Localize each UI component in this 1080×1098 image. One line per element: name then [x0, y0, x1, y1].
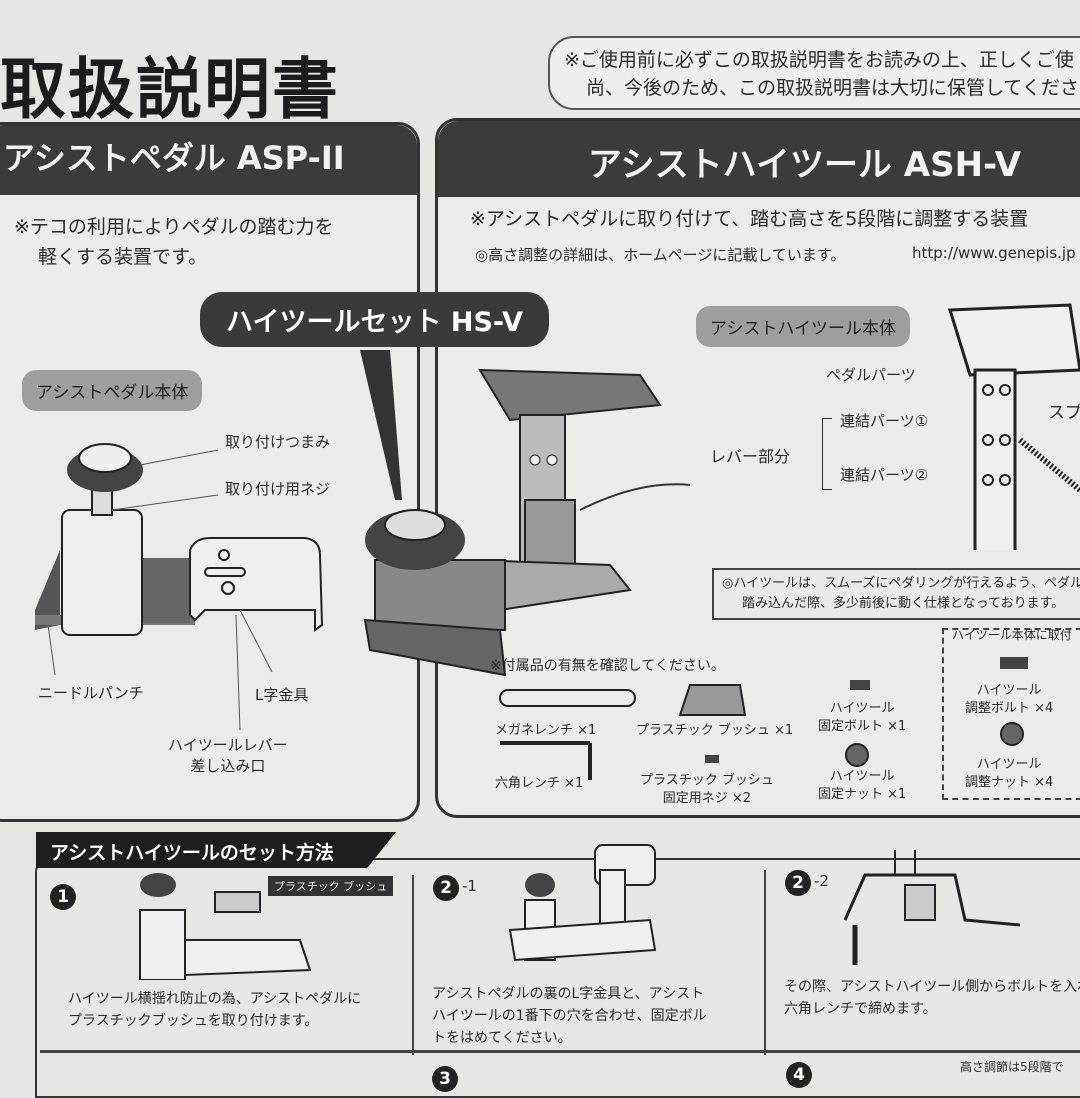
attached-parts-header: ハイツール本体に取付: [952, 628, 1072, 642]
needle-punch-label: ニードルパンチ: [38, 684, 144, 702]
description-line: ※テコの利用によりペダルの踏む力を: [14, 216, 334, 238]
accessory-check-text: ※付属品の有無を確認してください。: [490, 658, 725, 674]
accessory-item: ハイツール 固定ボルト ×1: [818, 701, 907, 734]
step-2-2-text: その際、アシストハイツール側からボルトを入れ 六角レンチで締めます。: [784, 979, 1080, 1017]
hs-v-set-badge: ハイツールセット HS-V: [200, 292, 550, 347]
lever-slot-label: ハイツールレバー 差し込み口: [168, 734, 288, 776]
movement-note: ◎ハイツールは、スムーズにペダリングが行えるよう、ペダル 踏み込んだ際、多少前後…: [712, 568, 1080, 620]
hi-tool-description: ※アシストペダルに取り付けて、踏む高さを5段階に調整する装置: [470, 208, 1029, 230]
lever-bracket: [822, 418, 832, 490]
step-2-2-illustration: [843, 850, 1020, 965]
step-1-illustration: [139, 873, 312, 980]
description-line: 軽くする装置です。: [38, 246, 208, 268]
assist-hi-tool-header: アシストハイツール ASH-V: [438, 121, 1080, 197]
step-1-text: ハイツール横揺れ防止の為、アシストペダルに プラスチックブッシュを取り付けます。: [68, 991, 362, 1029]
attached-parts-illustrations: [1000, 657, 1028, 746]
step-2-1-text: アシストペダルの裏のL字金具と、アシスト ハイツールの1番下の穴を合わせ、固定ボ…: [432, 986, 707, 1046]
accessory-item: ハイツール 固定ナット ×1: [818, 769, 907, 802]
accessory-item: 六角レンチ ×1: [495, 776, 584, 791]
divider: [40, 1050, 1080, 1053]
step-2-1-number: 2: [433, 875, 459, 901]
lever-part-label: レバー部分: [710, 447, 791, 466]
pedal-parts-label: ペダルパーツ: [826, 366, 916, 384]
hi-tool-set-illustration: [360, 350, 691, 677]
divider: [764, 870, 766, 1055]
link-part-1-label: 連結パーツ①: [840, 412, 929, 430]
lever-slot-line: 差し込み口: [190, 757, 266, 775]
assist-pedal-description: ※テコの利用によりペダルの踏む力を 軽くする装置です。: [14, 212, 334, 272]
screw-label: 取り付け用ネジ: [225, 480, 331, 498]
attached-parts-box: [942, 628, 1080, 800]
step-2-2-sub: -2: [814, 872, 829, 890]
website-link[interactable]: http://www.genepis.jp: [912, 244, 1076, 262]
step-4-number: 4: [786, 1062, 812, 1088]
note-line: ◎ハイツールは、スムーズにペダリングが行えるよう、ペダル: [722, 576, 1080, 591]
hi-tool-body-callout: アシストハイツール本体: [696, 306, 910, 347]
spring-label: スプ: [1048, 403, 1080, 423]
accessory-item: メガネレンチ ×1: [495, 723, 597, 738]
document-title: 取扱説明書: [0, 51, 340, 128]
assist-pedal-illustration: [35, 443, 324, 730]
lever-slot-line: ハイツールレバー: [168, 736, 288, 754]
usage-notice: ※ご使用前に必ずこの取扱説明書をお読みの上、正しくご使 尚、今後のため、この取扱…: [548, 36, 1080, 110]
attached-item: ハイツール 調整ボルト ×4: [965, 683, 1054, 716]
setup-header: アシストハイツールのセット方法: [36, 832, 396, 868]
step-4-text: 高さ調節は5段階で: [960, 1060, 1064, 1074]
notice-line-2: 尚、今後のため、この取扱説明書は大切に保管してください: [586, 77, 1080, 99]
step-2-1-illustration: [508, 844, 657, 962]
step-3-number: 3: [432, 1066, 458, 1092]
accessory-illustrations: [499, 680, 870, 780]
assist-pedal-header: アシストペダル ASP-II: [0, 125, 417, 195]
divider: [412, 875, 414, 1055]
l-bracket-label: L字金具: [255, 686, 309, 704]
hi-tool-detail: ◎高さ調整の詳細は、ホームページに記載しています。: [475, 246, 846, 264]
assist-pedal-body-callout: アシストペダル本体: [22, 370, 203, 411]
knob-label: 取り付けつまみ: [225, 433, 331, 451]
notice-line-1: ※ご使用前に必ずこの取扱説明書をお読みの上、正しくご使: [564, 49, 1074, 71]
accessory-item: プラスチック ブッシュ 固定用ネジ ×2: [640, 773, 774, 806]
step-2-1-sub: -1: [462, 877, 477, 895]
plastic-bush-tag: プラスチック ブッシュ: [268, 876, 394, 896]
hi-tool-illustration: [947, 303, 1080, 550]
link-part-2-label: 連結パーツ②: [840, 466, 929, 484]
note-line: 踏み込んだ際、多少前後に動く仕様となっております。: [742, 596, 1065, 611]
accessory-item: プラスチック ブッシュ ×1: [636, 723, 794, 738]
step-1-number: 1: [50, 884, 76, 910]
attached-item: ハイツール 調整ナット ×4: [965, 757, 1054, 790]
step-2-2-number: 2: [785, 870, 811, 896]
